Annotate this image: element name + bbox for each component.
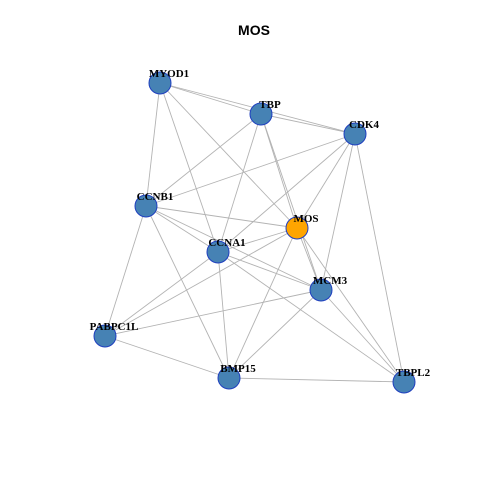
node-circle-tbp (249, 102, 273, 126)
node-tbp: TBP (249, 99, 281, 126)
edge-mos-bmp15 (228, 227, 298, 379)
edge-mcm3-bmp15 (228, 289, 322, 379)
node-circle-mcm3 (309, 278, 333, 302)
node-label-cdk4: CDK4 (349, 119, 379, 131)
edge-mos-pabpc1l (104, 227, 298, 337)
diagram-title: MOS (238, 22, 270, 38)
edge-cdk4-mcm3 (320, 133, 356, 291)
edge-ccna1-pabpc1l (104, 251, 219, 337)
node-circle-mos (285, 216, 309, 240)
node-circle-cdk4 (343, 122, 367, 146)
node-circle-myod1 (148, 71, 172, 95)
edge-ccna1-mcm3 (217, 251, 322, 291)
node-myod1: MYOD1 (148, 68, 189, 95)
edge-ccnb1-ccna1 (145, 205, 219, 253)
node-mos: MOS (285, 213, 319, 240)
node-cdk4: CDK4 (343, 119, 379, 146)
node-circle-ccna1 (206, 240, 230, 264)
edge-ccnb1-mcm3 (145, 205, 322, 291)
edge-pabpc1l-bmp15 (104, 335, 230, 379)
edge-tbp-ccna1 (217, 113, 262, 253)
edge-cdk4-mos (296, 133, 356, 229)
edge-tbp-cdk4 (260, 113, 356, 135)
edge-ccnb1-bmp15 (145, 205, 230, 379)
edge-mos-tbpl2 (296, 227, 405, 383)
node-label-tbpl2: TBPL2 (396, 367, 431, 379)
edge-layer (104, 82, 405, 383)
node-ccnb1: CCNB1 (134, 191, 174, 218)
node-label-bmp15: BMP15 (220, 363, 256, 375)
node-tbpl2: TBPL2 (392, 367, 431, 394)
node-mcm3: MCM3 (309, 275, 348, 302)
edge-mcm3-tbpl2 (320, 289, 405, 383)
edge-ccnb1-mos (145, 205, 298, 229)
node-label-pabpc1l: PABPC1L (90, 321, 139, 333)
node-label-ccna1: CCNA1 (208, 237, 245, 249)
node-bmp15: BMP15 (217, 363, 256, 390)
edge-myod1-ccnb1 (145, 82, 161, 207)
node-label-mos: MOS (293, 213, 318, 225)
node-circle-pabpc1l (93, 324, 117, 348)
edge-myod1-tbp (159, 82, 262, 115)
edge-tbp-mos (260, 113, 298, 229)
node-circle-bmp15 (217, 366, 241, 390)
edge-bmp15-tbpl2 (228, 377, 405, 383)
node-circle-ccnb1 (134, 194, 158, 218)
node-ccna1: CCNA1 (206, 237, 246, 264)
node-label-mcm3: MCM3 (313, 275, 348, 287)
edge-ccnb1-pabpc1l (104, 205, 147, 337)
edge-mcm3-pabpc1l (104, 289, 322, 337)
edge-mos-ccna1 (217, 227, 298, 253)
node-label-myod1: MYOD1 (149, 68, 189, 80)
node-circle-tbpl2 (392, 370, 416, 394)
node-label-ccnb1: CCNB1 (137, 191, 174, 203)
edge-myod1-ccna1 (159, 82, 219, 253)
edge-ccna1-bmp15 (217, 251, 230, 379)
node-label-tbp: TBP (259, 99, 281, 111)
edge-cdk4-ccnb1 (145, 133, 356, 207)
edge-tbp-ccnb1 (145, 113, 262, 207)
edge-tbp-mcm3 (260, 113, 322, 291)
edge-cdk4-tbpl2 (354, 133, 405, 383)
node-pabpc1l: PABPC1L (90, 321, 139, 348)
edge-ccna1-tbpl2 (217, 251, 405, 383)
edge-cdk4-ccna1 (217, 133, 356, 253)
